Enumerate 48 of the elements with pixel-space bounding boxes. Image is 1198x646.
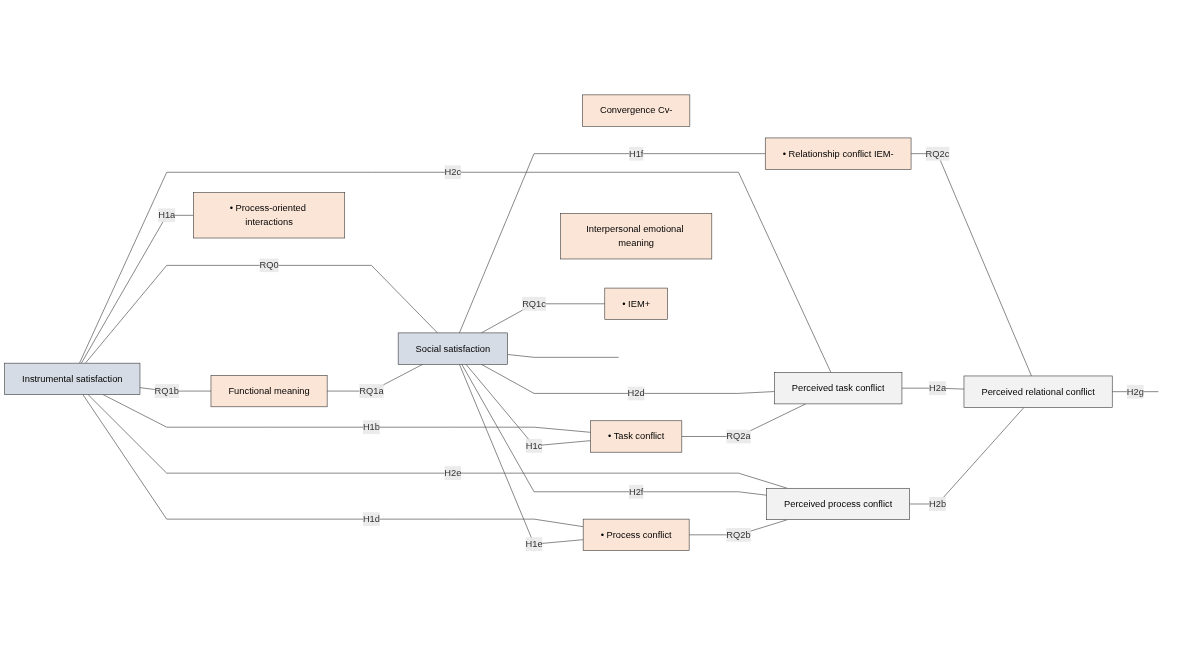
connector: [459, 153, 766, 334]
edge-label: H2e: [444, 467, 462, 478]
connector: [81, 215, 194, 364]
edge-label: RQ2a: [726, 431, 751, 442]
edge-label: H1c: [525, 440, 543, 451]
node-box: Perceived relational conflict: [963, 375, 1113, 408]
edge-label: H2b: [928, 498, 947, 509]
edge-label: H2a: [928, 382, 947, 393]
connector: [87, 394, 788, 489]
node-box: Perceived process conflict: [766, 488, 910, 520]
edge-label: H1b: [362, 421, 380, 432]
node-box: • Process-oriented interactions: [193, 192, 345, 239]
connector: [481, 303, 606, 334]
node-box: • Relationship conflict IEM-: [764, 137, 912, 170]
edge-label: RQ2b: [726, 529, 751, 540]
edge-label: H1e: [525, 538, 543, 549]
node-box: Functional meaning: [210, 375, 328, 408]
node-box: Convergence Cv-: [582, 94, 691, 127]
edge-label: H2f: [628, 486, 644, 497]
edge-label: RQ1c: [522, 298, 546, 309]
edge-label: H1d: [362, 513, 380, 524]
node-box: Interpersonal emotional meaning: [560, 213, 713, 260]
node-box: • Process conflict: [582, 518, 690, 551]
connector: [102, 394, 591, 433]
edge-label: H1f: [628, 148, 644, 159]
connector: [459, 363, 584, 545]
edge-label: H1a: [158, 210, 176, 220]
node-box: Instrumental satisfaction: [4, 362, 141, 395]
connector: [481, 363, 775, 394]
connector: [79, 171, 832, 373]
connector: [507, 354, 620, 358]
edge-label: H2g: [1126, 386, 1144, 397]
edge-label: RQ1b: [154, 385, 179, 396]
edge-label: RQ2c: [925, 148, 950, 159]
connector: [909, 407, 1025, 505]
edge-label: RQ0: [259, 260, 279, 271]
connector: [85, 265, 438, 364]
connector: [82, 394, 584, 528]
node-box: Social satisfaction: [397, 332, 508, 365]
edge-label: RQ1a: [359, 385, 384, 396]
connector: [461, 363, 767, 496]
node-box: • Task conflict: [590, 420, 683, 453]
edge-label: H2c: [444, 167, 462, 177]
connector: [910, 153, 1032, 377]
edge-label: H2d: [627, 388, 645, 399]
node-box: Perceived task conflict: [774, 372, 903, 405]
connector: [465, 363, 591, 447]
node-box: • IEM+: [604, 287, 668, 320]
